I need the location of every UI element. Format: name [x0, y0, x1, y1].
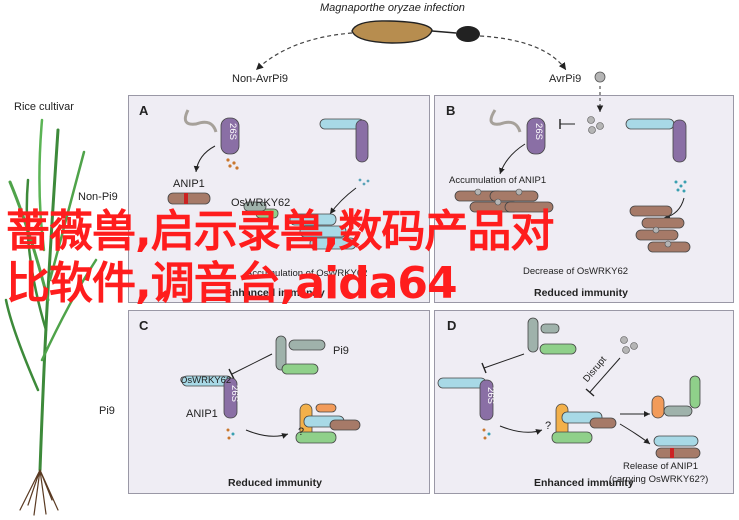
non-avr-label: Non-AvrPi9: [232, 73, 289, 85]
avr-label: AvrPi9: [549, 73, 582, 85]
caption-d: Enhanced immunity: [534, 477, 634, 489]
watermark-line-2: 比软件,调音台,aida64: [6, 258, 458, 309]
row-label-non-pi9: Non-Pi9: [78, 191, 118, 203]
rps26-label-d: 26S: [484, 387, 496, 404]
avrpi9-icon: [594, 71, 606, 83]
panel-letter-a: A: [139, 103, 149, 118]
pi9-label-c: Pi9: [333, 345, 349, 357]
panel-d-graphics: [437, 317, 701, 459]
question-mark-c: ?: [298, 426, 305, 438]
oswrky62-label-a: OsWRKY62: [231, 197, 291, 209]
infection-title: Magnaporthe oryzae infection: [320, 2, 465, 14]
panel-letter-d: D: [447, 318, 457, 333]
rps26-label-c: 26S: [228, 385, 240, 402]
watermark-line-1: 蔷薇兽,启示录兽,数码产品对: [6, 206, 554, 257]
arrow-to-avr: [479, 35, 567, 71]
panel-c-graphics: [181, 335, 361, 444]
rps26-label-b: 26S: [532, 123, 544, 140]
release-label-line1: Release of ANIP1: [623, 461, 698, 472]
release-label-line2: (carrying OsWRKY62?): [609, 474, 709, 485]
process-label-b-bottom: Decrease of OsWRKY62: [523, 266, 629, 277]
panel-b-graphics: [454, 109, 691, 253]
question-mark-d: ?: [545, 420, 552, 432]
watermark-overlay: 蔷薇兽,启示录兽,数码产品对 比软件,调音台,aida64: [6, 206, 706, 310]
rps26-complex-a: [220, 117, 240, 155]
rps26-label-a: 26S: [226, 123, 238, 140]
fungus-icon: [351, 20, 480, 44]
process-label-a: Accumulation of OsWRKY62: [246, 268, 368, 279]
panel-letter-b: B: [446, 103, 456, 118]
anip1-label-c: ANIP1: [186, 408, 218, 420]
rice-plant-icon: [4, 118, 98, 516]
caption-b: Reduced immunity: [534, 287, 628, 299]
oswrky62-label-c: OsWRKY62: [180, 375, 232, 386]
caption-a: Enhanced immunity: [225, 287, 325, 299]
cultivar-label: Rice cultivar: [14, 101, 74, 113]
caption-c: Reduced immunity: [228, 477, 322, 489]
process-label-b-top: Accumulation of ANIP1: [449, 175, 547, 186]
panel-a-graphics: [167, 109, 370, 250]
anip1-label-a: ANIP1: [173, 178, 205, 190]
arrow-to-non-avr: [255, 32, 353, 71]
row-label-pi9: Pi9: [99, 405, 115, 417]
panel-letter-c: C: [139, 318, 149, 333]
anip1-a: [167, 192, 211, 205]
